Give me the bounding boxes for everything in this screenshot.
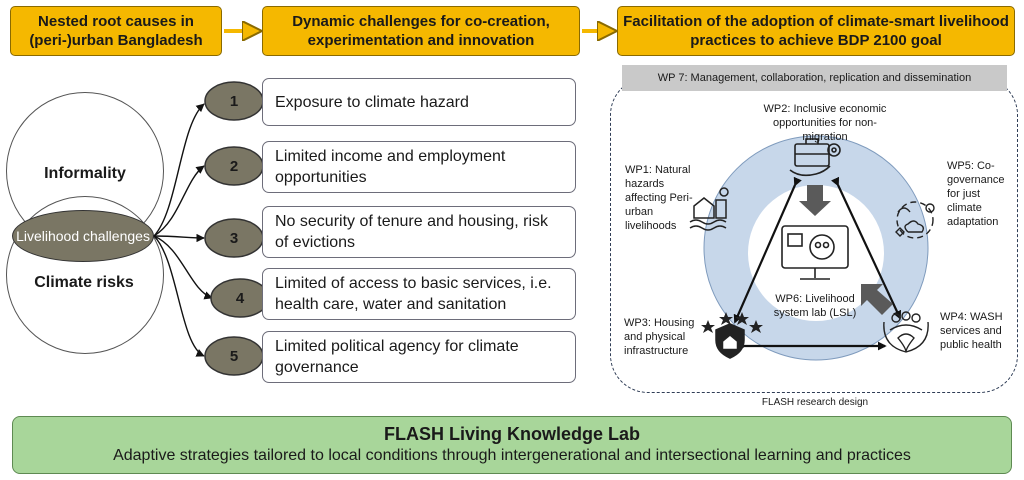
challenge-text-4: Limited of access to basic services, i.e… xyxy=(275,275,552,313)
number-5: 5 xyxy=(229,347,239,365)
number-2: 2 xyxy=(229,157,239,175)
livelihood-challenges-text: Livelihood challenges xyxy=(16,228,150,244)
shield-house-stars-icon xyxy=(701,312,763,359)
number-1: 1 xyxy=(229,92,239,110)
header-root-causes: Nested root causes in (peri-)urban Bangl… xyxy=(10,6,222,56)
research-design-caption: FLASH research design xyxy=(761,397,869,408)
wp2-label: WP2: Inclusive economic opportunities fo… xyxy=(763,103,887,143)
arrow-to-4 xyxy=(153,235,213,300)
header-facilitation-text: Facilitation of the adoption of climate-… xyxy=(623,13,1009,49)
challenge-text-1: Exposure to climate hazard xyxy=(275,93,469,111)
wp3-label: WP3: Housing and physical infrastructure xyxy=(624,317,695,357)
challenge-box-5: Limited political agency for climate gov… xyxy=(262,331,576,383)
wp7-text: WP 7: Management, collaboration, replica… xyxy=(657,72,972,84)
briefcase-gear-hand-icon xyxy=(789,138,841,177)
number-4: 4 xyxy=(235,289,245,307)
family-heart-hands-icon xyxy=(883,311,929,353)
wp5-label: WP5: Co-governance for just climate adap… xyxy=(947,160,1005,228)
header-facilitation: Facilitation of the adoption of climate-… xyxy=(617,6,1015,56)
number-3: 3 xyxy=(229,229,239,247)
livelihood-challenges-oval: Livelihood challenges xyxy=(12,210,154,262)
header-challenges: Dynamic challenges for co-creation, expe… xyxy=(262,6,580,56)
informality-label: Informality xyxy=(44,165,126,182)
arrow-to-2 xyxy=(153,165,205,237)
footer-title: FLASH Living Knowledge Lab xyxy=(384,424,640,444)
footer-subtitle: Adaptive strategies tailored to local co… xyxy=(113,447,911,464)
header-challenges-text: Dynamic challenges for co-creation, expe… xyxy=(292,13,550,49)
header-root-causes-text: Nested root causes in (peri-)urban Bangl… xyxy=(29,13,203,49)
flood-house-icon xyxy=(689,187,729,231)
challenge-box-3: No security of tenure and housing, risk … xyxy=(262,206,576,258)
challenge-box-4: Limited of access to basic services, i.e… xyxy=(262,268,576,320)
arrow-to-5 xyxy=(153,235,205,357)
challenge-text-2: Limited income and employment opportunit… xyxy=(275,148,506,186)
footer-knowledge-lab: FLASH Living Knowledge Lab Adaptive stra… xyxy=(12,416,1012,474)
challenge-text-5: Limited political agency for climate gov… xyxy=(275,338,519,376)
challenge-text-3: No security of tenure and housing, risk … xyxy=(275,213,549,251)
arrow-wp2-to-lsl xyxy=(799,185,831,216)
challenge-box-2: Limited income and employment opportunit… xyxy=(262,141,576,193)
wp7-banner: WP 7: Management, collaboration, replica… xyxy=(622,65,1007,91)
computer-people-gear-icon xyxy=(781,225,849,280)
arrow-wp4-to-lsl xyxy=(861,284,893,315)
climate-cycle-icon xyxy=(895,201,935,239)
wp6-label: WP6: Livelihood system lab (LSL) xyxy=(773,293,857,319)
arrow-to-3 xyxy=(153,233,205,243)
wp1-label: WP1: Natural hazards affecting Peri-urba… xyxy=(625,164,693,232)
wp4-label: WP4: WASH services and public health xyxy=(940,311,1003,351)
challenge-box-1: Exposure to climate hazard xyxy=(262,78,576,126)
arrow-wp2-wp3 xyxy=(733,176,802,324)
arrow-to-1 xyxy=(153,103,205,237)
arrow-wp2-wp4 xyxy=(831,176,902,320)
climate-risks-label: Climate risks xyxy=(34,274,134,291)
